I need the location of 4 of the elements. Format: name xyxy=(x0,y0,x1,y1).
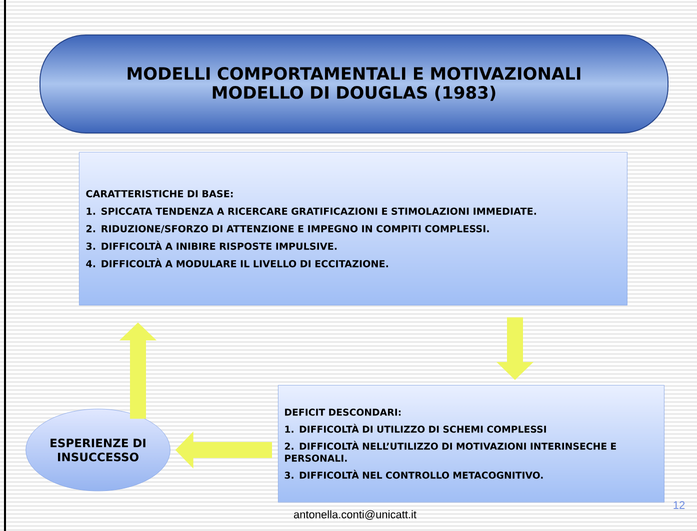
page-number: 12 xyxy=(674,501,685,509)
info-box: CARATTERISTICHE DI BASE: 1. SPICCATA TENDENZA A RICERCARE GRATIFICAZIONI E STIMOLAZIONI IMMEDIATE. 2. RIDUZIONE/SFORZO DI ATTENZIONE E IMPEGNO IN COMPITI COMPLESSI. 3. DIFFICOLTÀ A INIBIRE RISPOSTE IMPULSIVE. 4. DIFFICOLTÀ A MODULARE IL LIVELLO DI ECCITAZIONE. xyxy=(79,152,628,306)
info-box: DEFICIT DESCONDARI: 1. DIFFICOLTÀ DI UTILIZZO DI SCHEMI COMPLESSI 2. DIFFICOLTÀ NELL’UTILIZZO DI MOTIVAZIONI INTERINSECHE E PERSONALI. 3. DIFFICOLTÀ NEL CONTROLLO METACOGNITIVO. xyxy=(278,385,664,502)
title-banner: MODELLI COMPORTAMENTALI E MOTIVAZIONALI MODELLO DI DOUGLAS (1983) xyxy=(40,34,668,134)
